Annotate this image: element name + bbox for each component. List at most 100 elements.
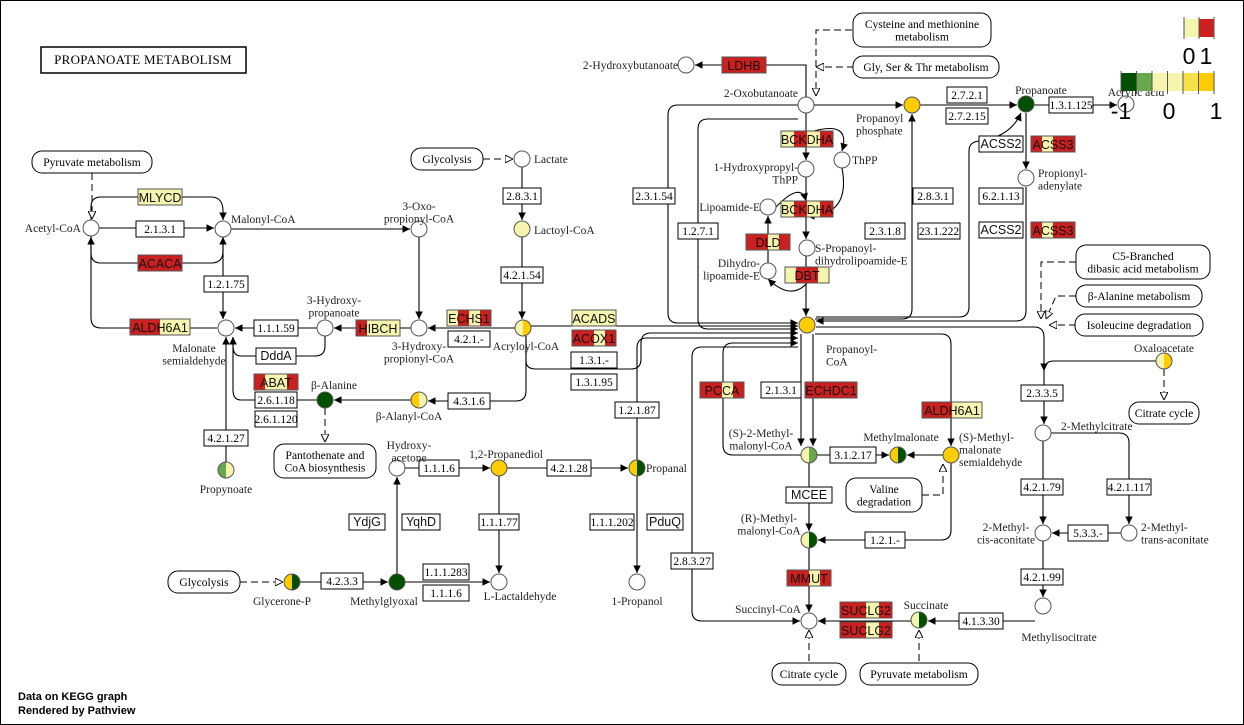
compound-2-methyl-trans-aconitate[interactable]: 2-Methyl-trans-aconitate: [1120, 522, 1209, 547]
gene-box-bckdha[interactable]: BCKDHA: [780, 200, 834, 218]
enzyme-box-5-3-3[interactable]: 5.3.3.-: [1067, 524, 1109, 542]
enzyme-box-2-6-1-120[interactable]: 2.6.1.120: [254, 410, 298, 428]
compound-methylglyoxal[interactable]: Methylglyoxal: [350, 573, 418, 608]
compound-lactate[interactable]: Lactate: [513, 150, 568, 168]
enzyme-box-1-1-1-283[interactable]: 1.1.1.283: [422, 563, 470, 581]
map-link-alanine-metabolism[interactable]: β-Alanine metabolism: [1075, 284, 1203, 308]
enzyme-box-4-3-1-6[interactable]: 4.3.1.6: [447, 392, 491, 410]
enzyme-box-1-1-1-6[interactable]: 1.1.1.6: [422, 584, 470, 602]
enzyme-box-2-6-1-18[interactable]: 2.6.1.18: [254, 391, 298, 409]
enzyme-box-23-1-222[interactable]: 23.1.222: [917, 222, 961, 240]
gene-box-aldh6a1[interactable]: ALDH6A1: [921, 401, 983, 419]
gene-box-echdc1[interactable]: ECHDC1: [804, 381, 858, 399]
enzyme-box-1-1-1-202[interactable]: 1.1.1.202: [589, 513, 635, 531]
compound-3-hydroxy-propionyl-coa[interactable]: 3-Hydroxy-propionyl-CoA: [384, 319, 455, 366]
gene-box-hibch[interactable]: HIBCH: [355, 319, 401, 337]
gene-box-acss3[interactable]: ACSS3: [1030, 135, 1076, 153]
enzyme-box-1-3-1[interactable]: 1.3.1.-: [570, 351, 618, 369]
compound-lactoyl-coa[interactable]: Lactoyl-CoA: [513, 220, 595, 238]
map-link-gly-ser-thr-metabolism[interactable]: Gly, Ser & Thr metabolism: [852, 55, 1000, 79]
gene-box-mlycd[interactable]: MLYCD: [137, 188, 183, 206]
enzyme-box-4-2-1-27[interactable]: 4.2.1.27: [203, 429, 249, 447]
enzyme-box-4-2-3-3[interactable]: 4.2.3.3: [320, 572, 364, 590]
enzyme-box-acss2[interactable]: ACSS2: [978, 221, 1024, 239]
gene-box-mmut[interactable]: MMUT: [786, 569, 832, 587]
compound-1-hydroxypropyl-thpp[interactable]: 1-Hydroxypropyl-ThPP: [714, 160, 815, 187]
compound-hydroxy-acetone[interactable]: Hydroxy-acetone: [387, 440, 432, 477]
compound-methylisocitrate[interactable]: Methylisocitrate: [1021, 597, 1097, 644]
enzyme-box-pduq[interactable]: PduQ: [646, 513, 684, 531]
map-link-pyruvate-metabolism[interactable]: Pyruvate metabolism: [31, 150, 153, 174]
compound-oxaloacetate[interactable]: Oxaloacetate: [1134, 343, 1194, 370]
compound-thpp[interactable]: ThPP: [833, 151, 878, 169]
gene-box-dbt[interactable]: DBT: [784, 266, 830, 284]
enzyme-box-ddda[interactable]: DddA: [255, 347, 297, 365]
enzyme-box-2-1-3-1[interactable]: 2.1.3.1: [760, 381, 802, 399]
compound-r-methyl-malonyl-coa[interactable]: (R)-Methyl-malonyl-CoA: [737, 513, 818, 549]
gene-box-bckdha[interactable]: BCKDHA: [780, 130, 834, 148]
enzyme-box-1-3-1-95[interactable]: 1.3.1.95: [570, 373, 618, 391]
compound-propionyl-adenylate[interactable]: Propionyl-adenylate: [1017, 168, 1087, 193]
enzyme-box-1-2-1-75[interactable]: 1.2.1.75: [203, 275, 249, 293]
compound-propynoate[interactable]: Propynoate: [200, 461, 252, 496]
enzyme-box-2-3-3-5[interactable]: 2.3.3.5: [1020, 384, 1064, 402]
compound-acryloyl-coa[interactable]: Acryloyl-CoA: [493, 319, 560, 353]
compound-l-lactaldehyde[interactable]: L-Lactaldehyde: [484, 573, 557, 603]
enzyme-box-4-2-1-28[interactable]: 4.2.1.28: [546, 459, 592, 477]
enzyme-box-2-1-3-1[interactable]: 2.1.3.1: [135, 220, 185, 238]
enzyme-box-1-2-1-87[interactable]: 1.2.1.87: [614, 401, 660, 419]
gene-box-aldh6a1[interactable]: ALDH6A1: [129, 318, 191, 336]
gene-box-abat[interactable]: ABAT: [253, 373, 299, 391]
compound-2-methylcitrate[interactable]: 2-Methylcitrate: [1034, 421, 1133, 442]
enzyme-box-1-1-1-6[interactable]: 1.1.1.6: [418, 459, 460, 477]
compound-alanine[interactable]: β-Alanine: [311, 380, 357, 409]
enzyme-box-yqhd[interactable]: YqhD: [401, 513, 441, 531]
compound-propanoate[interactable]: Propanoate: [1015, 85, 1067, 113]
compound-malonyl-coa[interactable]: Malonyl-CoA: [214, 214, 296, 238]
compound-propanal[interactable]: Propanal: [628, 459, 687, 477]
compound-glycerone-p[interactable]: Glycerone-P: [253, 573, 311, 608]
enzyme-box-1-1-1-77[interactable]: 1.1.1.77: [478, 513, 520, 531]
enzyme-box-1-2-1[interactable]: 1.2.1.-: [864, 531, 906, 549]
enzyme-box-acss2[interactable]: ACSS2: [978, 135, 1024, 153]
compound-propanoyl-coa[interactable]: Propanoyl-CoA: [798, 316, 877, 369]
compound-lipoamide-e[interactable]: Lipoamide-E: [699, 198, 777, 216]
gene-box-pcca[interactable]: PCCA: [699, 381, 745, 399]
gene-box-ldhb[interactable]: LDHB: [721, 56, 767, 74]
enzyme-box-4-2-1[interactable]: 4.2.1.-: [447, 330, 491, 348]
gene-box-echs1[interactable]: ECHS1: [446, 309, 492, 327]
enzyme-box-4-2-1-79[interactable]: 4.2.1.79: [1020, 478, 1064, 496]
compound-3-hydroxy-propanoate[interactable]: 3-Hydroxy-propanoate: [307, 295, 361, 337]
compound-2-methyl-cis-aconitate[interactable]: 2-Methyl-cis-aconitate: [977, 522, 1052, 547]
compound-s-propanoyl-dihydrolipoamide-e[interactable]: S-Propanoyl-dihydrolipoamide-E: [798, 239, 908, 268]
map-link-glycolysis[interactable]: Glycolysis: [167, 570, 241, 594]
gene-box-acaca[interactable]: ACACA: [137, 254, 183, 272]
enzyme-box-4-1-3-30[interactable]: 4.1.3.30: [958, 612, 1004, 630]
map-link-pyruvate-metabolism[interactable]: Pyruvate metabolism: [859, 662, 979, 686]
gene-box-dld[interactable]: DLD: [745, 233, 791, 251]
enzyme-box-2-7-2-15[interactable]: 2.7.2.15: [945, 107, 989, 125]
map-link-citrate-cycle[interactable]: Citrate cycle: [771, 662, 847, 686]
compound-1-2-propanediol[interactable]: 1,2-Propanediol: [469, 449, 543, 477]
enzyme-box-mcee[interactable]: MCEE: [785, 486, 833, 504]
map-link-glycolysis[interactable]: Glycolysis: [410, 147, 484, 171]
map-link-isoleucine-degradation[interactable]: Isoleucine degradation: [1074, 313, 1204, 337]
enzyme-box-2-3-1-54[interactable]: 2.3.1.54: [632, 187, 676, 205]
enzyme-box-4-2-1-54[interactable]: 4.2.1.54: [500, 266, 544, 284]
gene-box-acss3[interactable]: ACSS3: [1030, 221, 1076, 239]
enzyme-box-4-2-1-99[interactable]: 4.2.1.99: [1020, 568, 1064, 586]
enzyme-box-3-1-2-17[interactable]: 3.1.2.17: [829, 446, 877, 464]
enzyme-box-2-3-1-8[interactable]: 2.3.1.8: [864, 222, 906, 240]
compound-acetyl-coa[interactable]: Acetyl-CoA: [25, 219, 100, 237]
gene-box-acox1[interactable]: ACOX1: [571, 329, 617, 347]
compound-1-propanol[interactable]: 1-Propanol: [611, 573, 663, 608]
enzyme-box-ydjg[interactable]: YdjG: [348, 513, 386, 531]
compound-3-oxo-propionyl-coa[interactable]: 3-Oxo-propionyl-CoA: [384, 201, 455, 238]
enzyme-box-2-8-3-27[interactable]: 2.8.3.27: [670, 552, 714, 570]
enzyme-box-1-2-7-1[interactable]: 1.2.7.1: [677, 222, 719, 240]
compound-2-oxobutanoate[interactable]: 2-Oxobutanoate: [724, 88, 815, 114]
compound-dihydro-lipoamide-e[interactable]: Dihydro-lipoamide-E: [703, 258, 777, 283]
